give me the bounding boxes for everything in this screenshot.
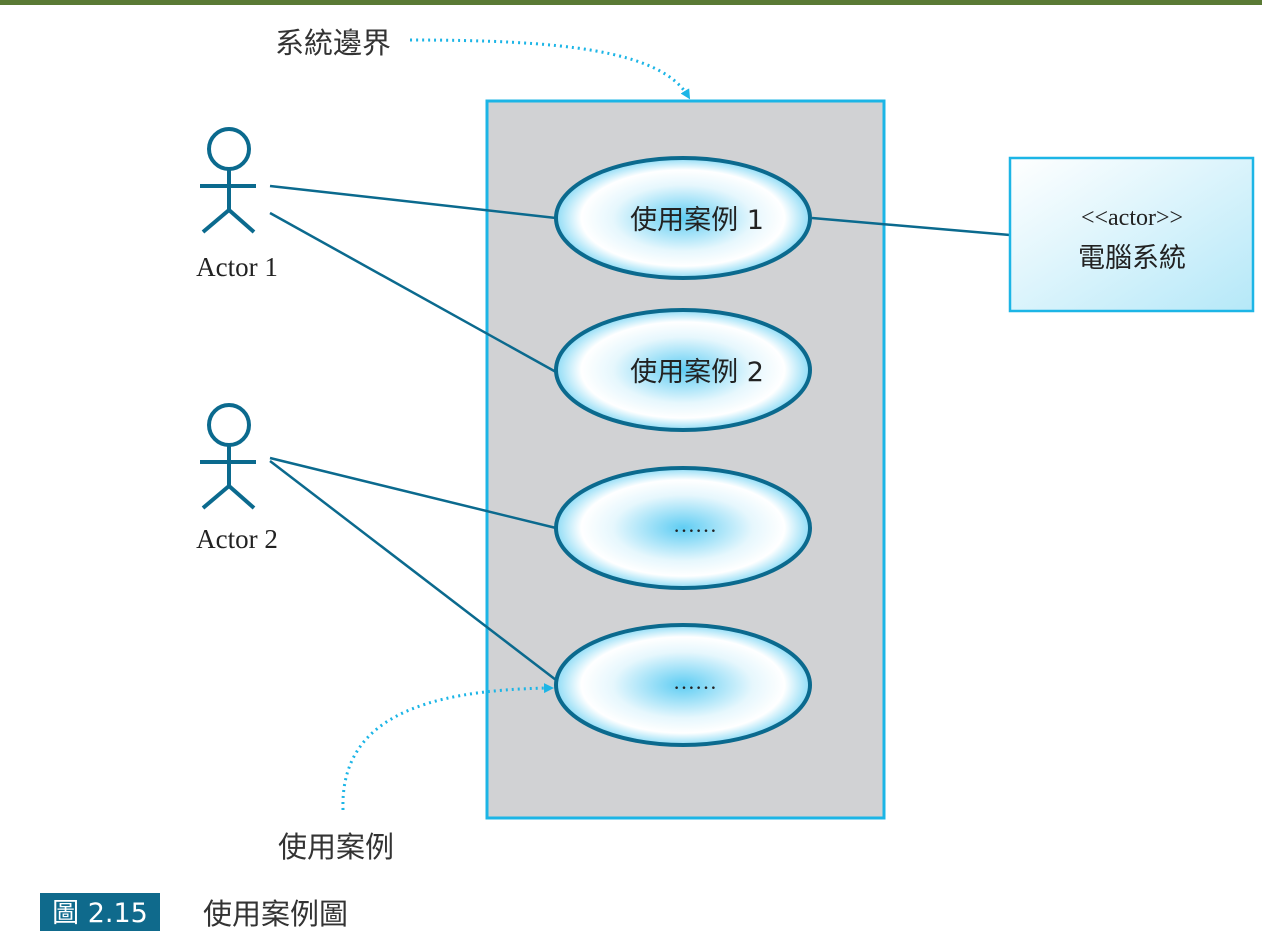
actor-label: Actor 2 — [196, 524, 278, 554]
association-line — [269, 211, 557, 374]
use-case-label: 使用案例 2 — [630, 357, 764, 388]
use-case-annotation: 使用案例 — [278, 830, 394, 864]
caption-badge — [40, 893, 160, 931]
external-system-name: 電腦系統 — [1078, 243, 1186, 274]
top-bar — [0, 0, 1262, 5]
caption-number: 圖 2.15 — [52, 898, 148, 929]
boundary-annotation: 系統邊界 — [275, 26, 391, 60]
use-case-4[interactable]: …… — [554, 623, 812, 747]
actor-icon — [207, 127, 251, 171]
use-case-label: …… — [673, 669, 717, 694]
association-line — [269, 456, 557, 530]
use-case-label: 使用案例 1 — [630, 205, 764, 236]
boundary-pointer-arrow — [409, 38, 691, 100]
use-case-3[interactable]: …… — [554, 466, 812, 590]
association-line — [269, 460, 557, 681]
use-case-label: …… — [673, 512, 717, 537]
use-case-1[interactable]: 使用案例 1 — [554, 156, 812, 280]
use-case-pointer-arrow — [341, 683, 554, 811]
association-line — [269, 184, 557, 220]
caption-title: 使用案例圖 — [203, 897, 348, 931]
use-case-2[interactable]: 使用案例 2 — [554, 308, 812, 432]
actor-icon — [207, 403, 251, 447]
external-system-actor[interactable]: <<actor>> 電腦系統 — [1008, 156, 1255, 313]
actor-2[interactable] — [200, 403, 256, 510]
association-line — [811, 216, 1011, 237]
actor-label: Actor 1 — [196, 252, 278, 282]
stereotype-label: <<actor>> — [1081, 205, 1183, 231]
actor-1[interactable] — [200, 127, 256, 234]
